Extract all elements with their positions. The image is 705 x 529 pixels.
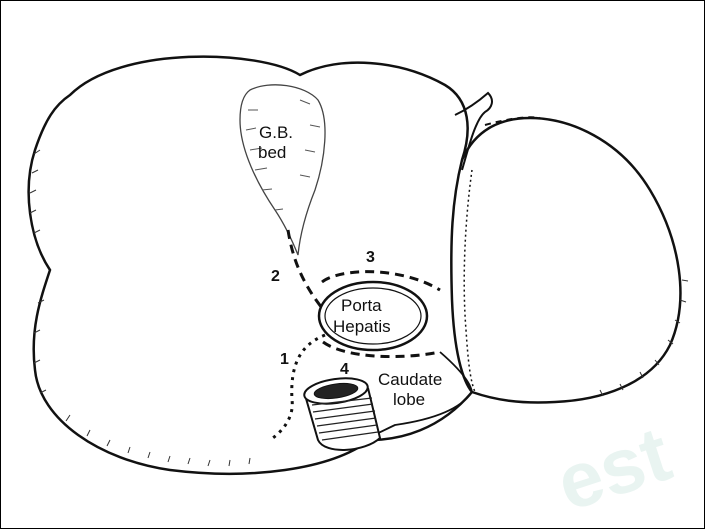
dashed-line-3: [322, 272, 440, 290]
falciform-ligament: [455, 93, 492, 170]
caudate-label-line2: lobe: [393, 390, 425, 409]
dashed-line-2: [288, 230, 322, 308]
porta-label-line1: Porta: [341, 296, 382, 315]
gb-bed-label-line1: G.B.: [259, 123, 293, 142]
ivc-cylinder: [303, 375, 380, 450]
number-4: 4: [340, 361, 349, 378]
left-lobe-outline: [462, 118, 680, 403]
porta-label-line2: Hepatis: [333, 317, 391, 336]
gb-bed-label-line2: bed: [258, 143, 286, 162]
watermark-text: est: [546, 409, 680, 528]
right-lobe-outline: [29, 57, 472, 474]
caudate-label-line1: Caudate: [378, 370, 442, 389]
number-1: 1: [280, 351, 289, 368]
left-lobe-shading: [600, 280, 688, 396]
number-2: 2: [271, 268, 280, 285]
number-3: 3: [366, 249, 375, 266]
left-border-shading: [30, 150, 250, 466]
porta-hepatis-oval: [319, 282, 427, 350]
left-lobe-inner-boundary: [464, 170, 475, 392]
